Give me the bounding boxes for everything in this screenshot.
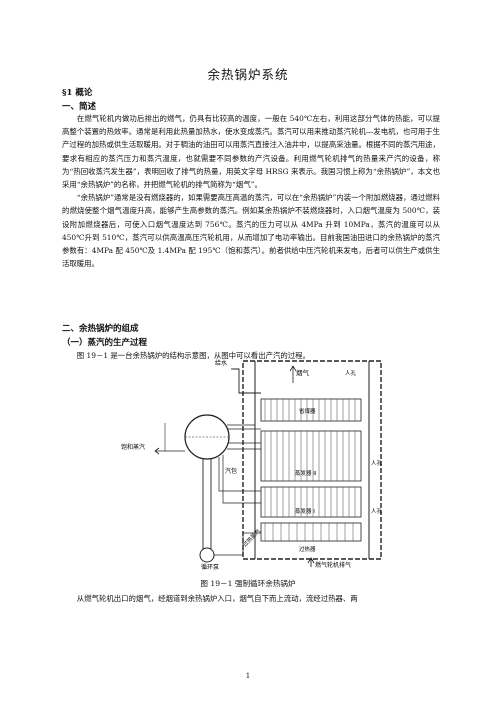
pump-label: 循环泵 [201, 563, 219, 571]
manhole-mid-label: 人孔 [371, 459, 383, 467]
subsection-heading-overview: 一、简述 [62, 102, 97, 112]
paragraph-3-block: 图 19－1 是一台余热锅炉的结构示意图，从图中可以看出产汽的过程。 [62, 349, 440, 362]
section-heading: §1 概论 [62, 88, 93, 98]
paragraph-3: 图 19－1 是一台余热锅炉的结构示意图，从图中可以看出产汽的过程。 [76, 351, 310, 360]
superheater-bundle [260, 522, 362, 542]
saturated-steam-arrow-icon [154, 447, 160, 455]
paragraph-2: “余热锅炉”通常是没有燃烧器的，如果需要高压高温的蒸汽，可以在“余热锅炉”内装一… [62, 193, 440, 269]
superheated-steam-label: 过热蒸汽 [241, 527, 263, 549]
feedwater-pipe [233, 368, 261, 394]
feedwater-label: 给水 [215, 359, 227, 367]
economizer-bundle [260, 398, 362, 422]
circulation-pump-icon [199, 547, 215, 563]
boiler-casing [242, 360, 382, 560]
saturated-steam-label: 饱和蒸汽 [121, 443, 145, 451]
evaporator-1-label: 蒸发器 I [295, 507, 315, 515]
exhaust-arrow-icon [307, 557, 315, 567]
gt-exhaust-label: 燃气轮机排气 [315, 561, 351, 569]
evaporator-1-bundle [260, 486, 362, 518]
subsection-heading-process: （一）蒸汽的生产过程 [62, 338, 148, 348]
evaporator-2-bundle [260, 430, 362, 482]
hrsg-diagram: 烟气 人孔 省煤器 蒸发器 II 人孔 蒸发器 I 人孔 过热器 给水 汽包 饱… [121, 359, 383, 571]
flue-gas-arrow-icon [289, 365, 297, 383]
evaporator-2-label: 蒸发器 II [295, 469, 317, 477]
drum-connection-pipes [227, 424, 261, 450]
superheater-label: 过热器 [299, 545, 316, 553]
flue-gas-label: 烟气 [296, 368, 310, 377]
page-number: 1 [245, 672, 251, 680]
subsection-heading-composition: 二、余热锅炉的组成 [62, 324, 139, 334]
manhole-low-label: 人孔 [371, 507, 383, 515]
paragraph-4: 从燃气轮机出口的烟气，经烟道到余热锅炉入口，烟气自下而上流动，流经过热器、两 [76, 594, 358, 603]
page-title: 余热锅炉系统 [207, 67, 289, 82]
figure-caption: 图 19－1 强制循环余热锅炉 [200, 579, 296, 588]
drum-label: 汽包 [225, 467, 237, 475]
paragraph-4-block: 从燃气轮机出口的烟气，经烟道到余热锅炉入口，烟气自下而上流动，流经过热器、两 [62, 592, 440, 605]
manhole-top-label: 人孔 [345, 369, 357, 377]
paragraph-1: 在燃气轮机内做功后排出的燃气，仍具有比较高的温度，一般在 540℃左右，利用这部… [62, 114, 440, 190]
body-text-block: 在燃气轮机内做功后排出的燃气，仍具有比较高的温度，一般在 540℃左右，利用这部… [62, 112, 440, 270]
economizer-label: 省煤器 [299, 407, 316, 415]
